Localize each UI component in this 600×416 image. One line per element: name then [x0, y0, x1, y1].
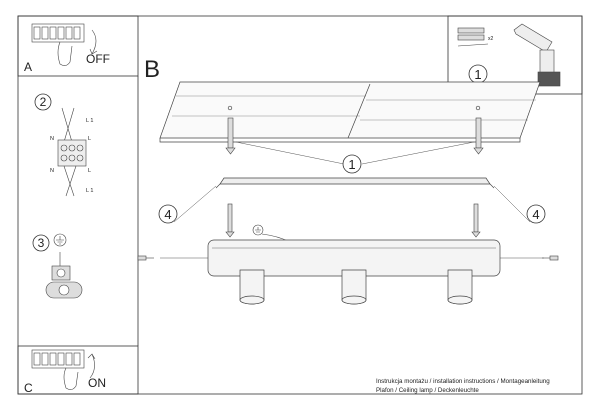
step-3-circle: [32, 234, 50, 252]
panel-c: C ON: [17, 345, 139, 395]
quantity-label: x2: [488, 36, 494, 42]
step-4-left-callout: 4: [137, 185, 217, 261]
wire-label-n-top: N: [50, 136, 54, 142]
wall-plug-icon: [457, 27, 489, 47]
step-4-left-number: 4: [164, 207, 171, 222]
wire-label-n-bottom: N: [50, 168, 54, 174]
step-2-circle: [34, 93, 52, 111]
step-1-circle: [342, 154, 362, 174]
wire-label-l-bottom: L: [88, 168, 91, 174]
panel-a: A OFF: [17, 15, 139, 77]
lower-screws: [225, 203, 481, 238]
outer-frame: [17, 15, 583, 395]
mounting-bracket: [215, 177, 495, 189]
panel-c-frame: [17, 345, 139, 395]
ground-step: 3: [32, 233, 83, 299]
step-1-callout: 1: [235, 141, 475, 174]
step-2-number: 2: [40, 95, 47, 109]
step-4-right-callout: 4: [493, 185, 559, 261]
step-4-right-circle: [526, 204, 546, 224]
ground-symbol-icon: [53, 233, 67, 247]
side-screw-left-icon: [137, 255, 154, 261]
step-4-left-circle: [158, 204, 178, 224]
terminal-block-icon: [57, 107, 87, 197]
off-label: OFF: [86, 52, 110, 66]
side-screw-right-icon: [542, 255, 559, 261]
panel-a-frame: [17, 15, 139, 77]
footer-line-1: Instrukcja montażu / installation instru…: [376, 378, 550, 385]
ceiling-plate: [159, 81, 541, 143]
wire-label-l1-bottom: L 1: [86, 188, 93, 194]
step-1-number: 1: [348, 157, 355, 172]
tools-panel: x2 1: [447, 15, 583, 95]
footer-line-2: Plafon / Ceiling lamp / Deckenleuchte: [376, 387, 479, 394]
footer-caption: Instrukcja montażu / installation instru…: [376, 377, 550, 395]
step-4-right-number: 4: [532, 207, 539, 222]
drill-icon: [513, 23, 561, 87]
on-label: ON: [88, 376, 106, 390]
wire-label-l1-top: L 1: [86, 118, 93, 124]
step-3-number: 3: [38, 236, 45, 250]
spotlight-heads: [239, 269, 473, 305]
panel-a-letter: A: [24, 60, 32, 74]
upper-anchors: [225, 117, 484, 155]
breaker-switch-off-icon: [31, 23, 98, 66]
panel-c-letter: C: [24, 381, 33, 395]
ground-terminal-icon: [45, 252, 83, 299]
tools-step-1-number: 1: [474, 67, 481, 82]
breaker-switch-on-icon: [31, 349, 96, 390]
wiring-step: 2 L 1 N L N L L 1: [34, 93, 93, 197]
wire-label-l-top: L: [88, 136, 91, 142]
panel-b-letter: B: [144, 56, 160, 83]
